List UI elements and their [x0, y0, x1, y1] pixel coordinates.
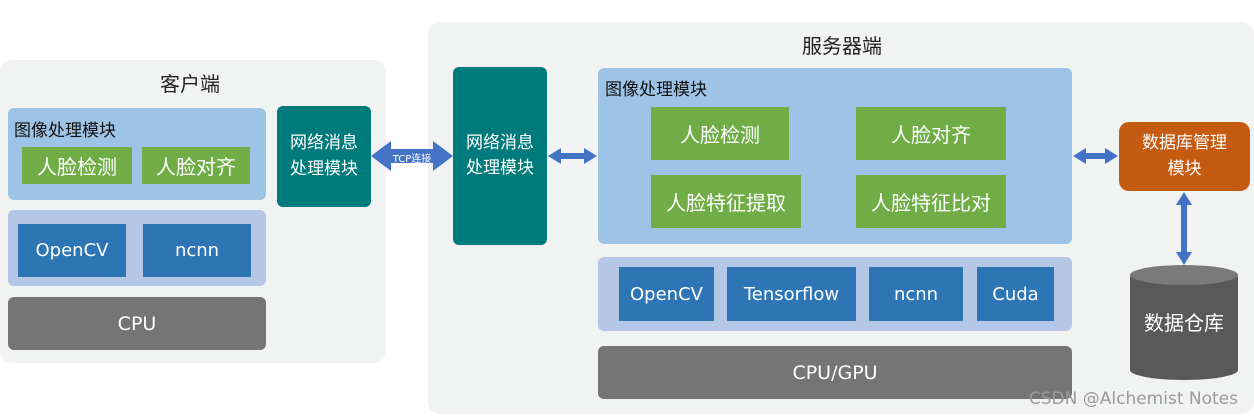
watermark: CSDN @Alchemist Notes — [1028, 389, 1238, 409]
tcp-arrow — [371, 141, 453, 171]
server-network-module: 网络消息 处理模块 — [453, 67, 547, 245]
client-network-line2: 处理模块 — [290, 158, 358, 179]
client-image-module-title: 图像处理模块 — [14, 121, 116, 141]
client-network-module: 网络消息 处理模块 — [277, 106, 371, 207]
client-network-line1: 网络消息 — [290, 133, 358, 153]
server-feature-extract: 人脸特征提取 — [651, 175, 801, 228]
server-lib-tensorflow: Tensorflow — [727, 267, 856, 321]
client-face-detect: 人脸检测 — [22, 147, 132, 184]
client-lib-ncnn: ncnn — [143, 224, 251, 277]
server-network-line2: 处理模块 — [466, 158, 534, 178]
client-lib-opencv: OpenCV — [18, 224, 126, 277]
server-lib-cuda: Cuda — [977, 267, 1054, 321]
db-warehouse-arrow — [1176, 192, 1192, 265]
server-image-module-title: 图像处理模块 — [605, 80, 707, 100]
network-image-arrow — [548, 148, 597, 164]
server-lib-ncnn: ncnn — [869, 267, 963, 321]
db-module-line2: 模块 — [1167, 158, 1202, 179]
image-db-arrow — [1073, 148, 1118, 164]
server-face-align: 人脸对齐 — [856, 107, 1006, 160]
server-feature-compare: 人脸特征比对 — [856, 175, 1006, 228]
tcp-label: TCP连接 — [392, 154, 432, 165]
client-hardware: CPU — [8, 297, 266, 350]
client-face-align: 人脸对齐 — [142, 147, 250, 184]
server-lib-opencv: OpenCV — [619, 267, 714, 321]
server-hardware: CPU/GPU — [598, 346, 1072, 399]
server-face-detect: 人脸检测 — [651, 107, 789, 160]
server-title: 服务器端 — [802, 34, 882, 58]
warehouse-label: 数据仓库 — [1144, 311, 1224, 335]
server-network-line1: 网络消息 — [466, 132, 534, 153]
db-module-line1: 数据库管理 — [1142, 133, 1227, 153]
warehouse-cylinder — [1130, 265, 1238, 380]
client-title: 客户端 — [160, 72, 220, 96]
db-module: 数据库管理 模块 — [1119, 122, 1250, 191]
